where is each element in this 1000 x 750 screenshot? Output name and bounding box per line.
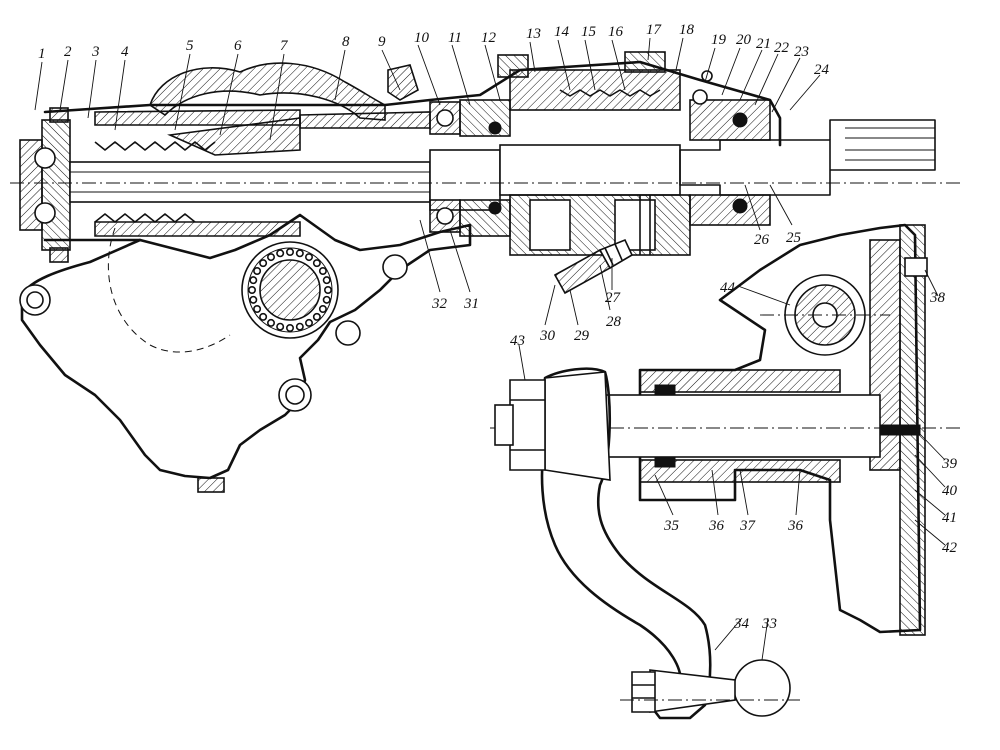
callout-28: 28 — [606, 314, 622, 330]
needle-roller — [322, 276, 331, 285]
callout-2: 2 — [64, 44, 72, 60]
needle-roller — [248, 285, 257, 294]
needle-roller — [295, 322, 304, 331]
needle-roller — [259, 259, 268, 268]
needle-roller — [253, 304, 262, 313]
needle-roller — [253, 266, 262, 275]
callout-26: 26 — [754, 232, 770, 248]
callout-21: 21 — [756, 36, 771, 52]
callout-37: 37 — [739, 518, 757, 534]
needle-roller — [285, 248, 294, 257]
drain-plug — [197, 477, 225, 493]
callout-12: 12 — [481, 30, 497, 46]
callout-34: 34 — [733, 616, 750, 632]
needle-roller — [266, 318, 275, 327]
steering-gear-housing — [20, 60, 782, 493]
callout-3: 3 — [91, 44, 100, 60]
sector-shaft-bearing — [241, 241, 339, 339]
callout-38: 38 — [929, 290, 946, 306]
needle-roller — [295, 249, 304, 258]
callout-43: 43 — [510, 333, 525, 349]
callout-32: 32 — [431, 296, 448, 312]
needle-roller — [276, 249, 285, 258]
callout-25: 25 — [786, 230, 802, 246]
callout-5: 5 — [186, 38, 194, 54]
callout-35: 35 — [663, 518, 680, 534]
callout-36: 36 — [708, 518, 725, 534]
steering-shaft — [10, 119, 960, 211]
needle-roller — [322, 295, 331, 304]
needle-roller — [249, 276, 258, 285]
sector-shaft — [559, 394, 881, 458]
callout-16: 16 — [608, 24, 624, 40]
callout-39: 39 — [941, 456, 958, 472]
valve-cover-bolt — [624, 51, 666, 73]
callout-33: 33 — [761, 616, 777, 632]
bearing-cluster-front — [429, 99, 511, 237]
callout-10: 10 — [414, 30, 430, 46]
callout-29: 29 — [574, 328, 590, 344]
callout-18: 18 — [679, 22, 695, 38]
callout-19: 19 — [711, 32, 727, 48]
needle-roller — [312, 259, 321, 268]
callout-42: 42 — [942, 540, 958, 556]
needle-roller — [276, 322, 285, 331]
needle-roller — [259, 312, 268, 321]
needle-roller — [312, 312, 321, 321]
needle-roller — [323, 285, 332, 294]
bracket-assembly — [490, 223, 960, 636]
callout-6: 6 — [234, 38, 242, 54]
callout-8: 8 — [342, 34, 350, 50]
callout-36: 36 — [787, 518, 804, 534]
pitman-arm — [494, 367, 800, 720]
callout-20: 20 — [736, 32, 752, 48]
needle-roller — [249, 295, 258, 304]
callout-27: 27 — [605, 290, 622, 306]
callout-30: 30 — [539, 328, 556, 344]
mounting-bolts — [19, 64, 419, 412]
needle-roller — [266, 253, 275, 262]
rack-teeth — [94, 117, 301, 223]
callout-11: 11 — [448, 30, 462, 46]
callout-22: 22 — [774, 40, 790, 56]
callout-23: 23 — [794, 44, 809, 60]
callout-31: 31 — [463, 296, 479, 312]
ball-stud — [733, 659, 791, 717]
callout-15: 15 — [581, 24, 597, 40]
callout-41: 41 — [942, 510, 957, 526]
callout-13: 13 — [526, 26, 541, 42]
callout-1: 1 — [38, 46, 46, 62]
callout-17: 17 — [646, 22, 663, 38]
needle-roller — [318, 266, 327, 275]
needle-roller — [318, 304, 327, 313]
hose-fitting — [553, 238, 634, 295]
end-cap — [19, 107, 71, 263]
callout-40: 40 — [942, 483, 958, 499]
needle-roller — [304, 318, 313, 327]
callout-9: 9 — [378, 34, 386, 50]
callout-7: 7 — [280, 38, 289, 54]
callout-24: 24 — [814, 62, 830, 78]
filler-plug — [387, 64, 419, 101]
callout-44: 44 — [720, 280, 736, 296]
callout-4: 4 — [121, 44, 129, 60]
callout-14: 14 — [554, 24, 570, 40]
needle-roller — [304, 253, 313, 262]
valve-stud — [497, 54, 529, 78]
leader-lines — [34, 37, 946, 661]
needle-roller — [285, 323, 294, 332]
